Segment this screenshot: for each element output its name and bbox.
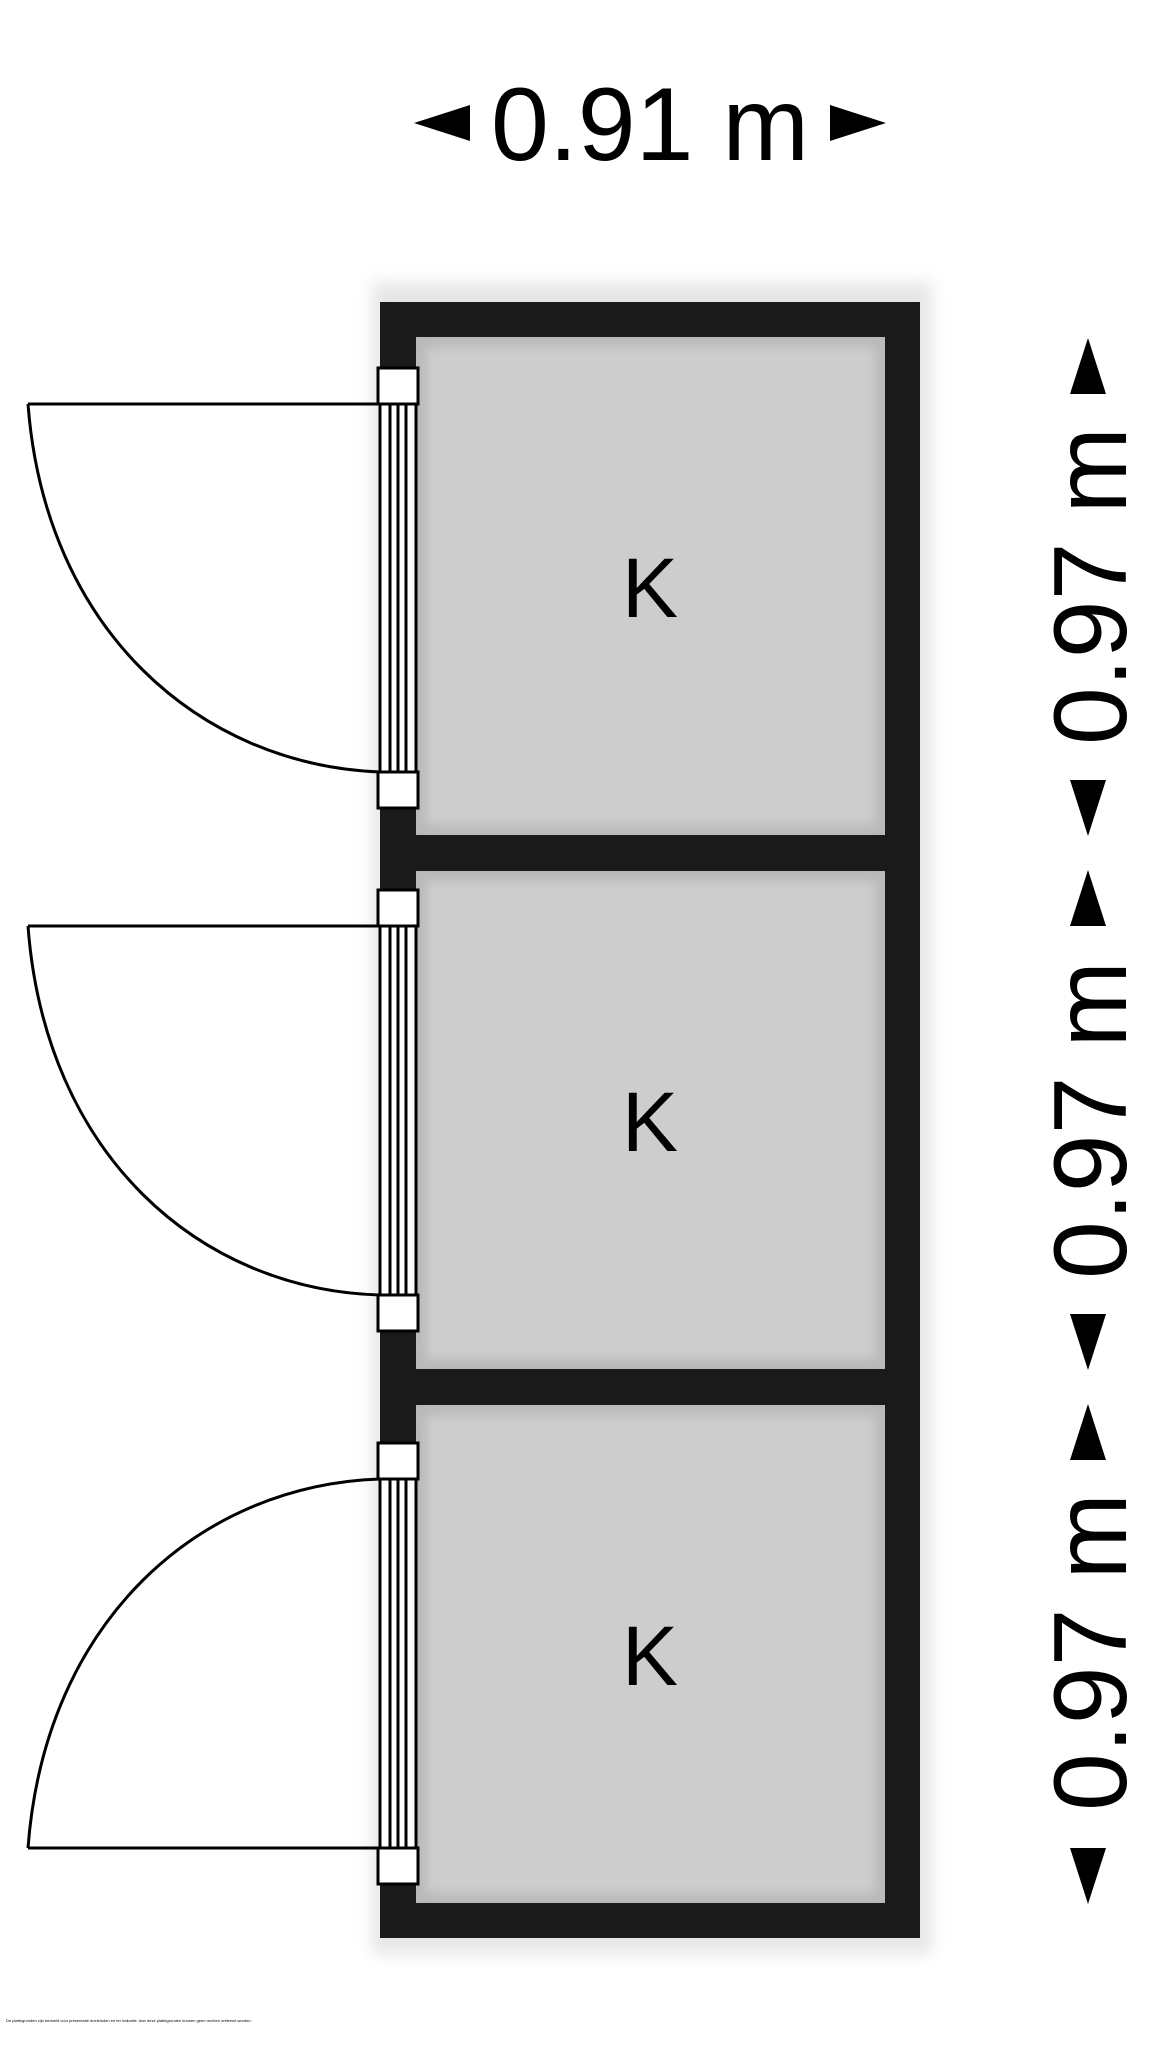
width-dimension: 0.91 m <box>414 67 886 183</box>
height-dimension-3: 0.97 m <box>1033 1404 1149 1904</box>
door-1 <box>26 366 420 810</box>
arrow-up-icon <box>1070 338 1106 394</box>
door-frame-bottom <box>376 1846 420 1886</box>
arrow-up-icon <box>1070 870 1106 926</box>
height-dimension-2: 0.97 m <box>1033 870 1149 1370</box>
door-frame-top <box>376 1441 420 1481</box>
arrow-right-icon <box>830 105 886 141</box>
room-floor-inner <box>426 881 875 1359</box>
room-2: K <box>416 871 885 1369</box>
room-floor-inner <box>426 1415 875 1893</box>
room-label: K <box>622 1609 678 1703</box>
height-dimension-1: 0.97 m <box>1033 338 1149 836</box>
height-dimension-label: 0.97 m <box>1033 961 1149 1279</box>
arrow-up-icon <box>1070 1404 1106 1460</box>
door-frame-bottom <box>376 770 420 810</box>
door-swing-arc <box>26 1477 381 1849</box>
door-frame-bottom <box>376 1293 420 1333</box>
arrow-left-icon <box>414 105 470 141</box>
door-swing-arc <box>26 403 381 774</box>
room-3: K <box>416 1405 885 1903</box>
room-floor-inner <box>426 347 875 825</box>
height-dimension-label: 0.97 m <box>1033 427 1149 745</box>
door-frame-top <box>376 888 420 928</box>
door-swing-arc <box>26 925 381 1297</box>
door-3 <box>26 1441 420 1886</box>
disclaimer-text: De plattegronden zijn bedoeld voor prese… <box>6 2018 252 2023</box>
room-label: K <box>622 541 678 635</box>
door-2 <box>26 888 420 1333</box>
arrow-down-icon <box>1070 1848 1106 1904</box>
width-dimension-label: 0.91 m <box>491 67 809 183</box>
room-label: K <box>622 1075 678 1169</box>
arrow-down-icon <box>1070 780 1106 836</box>
door-frame-top <box>376 366 420 406</box>
arrow-down-icon <box>1070 1314 1106 1370</box>
room-1: K <box>416 337 885 835</box>
height-dimension-label: 0.97 m <box>1033 1493 1149 1811</box>
